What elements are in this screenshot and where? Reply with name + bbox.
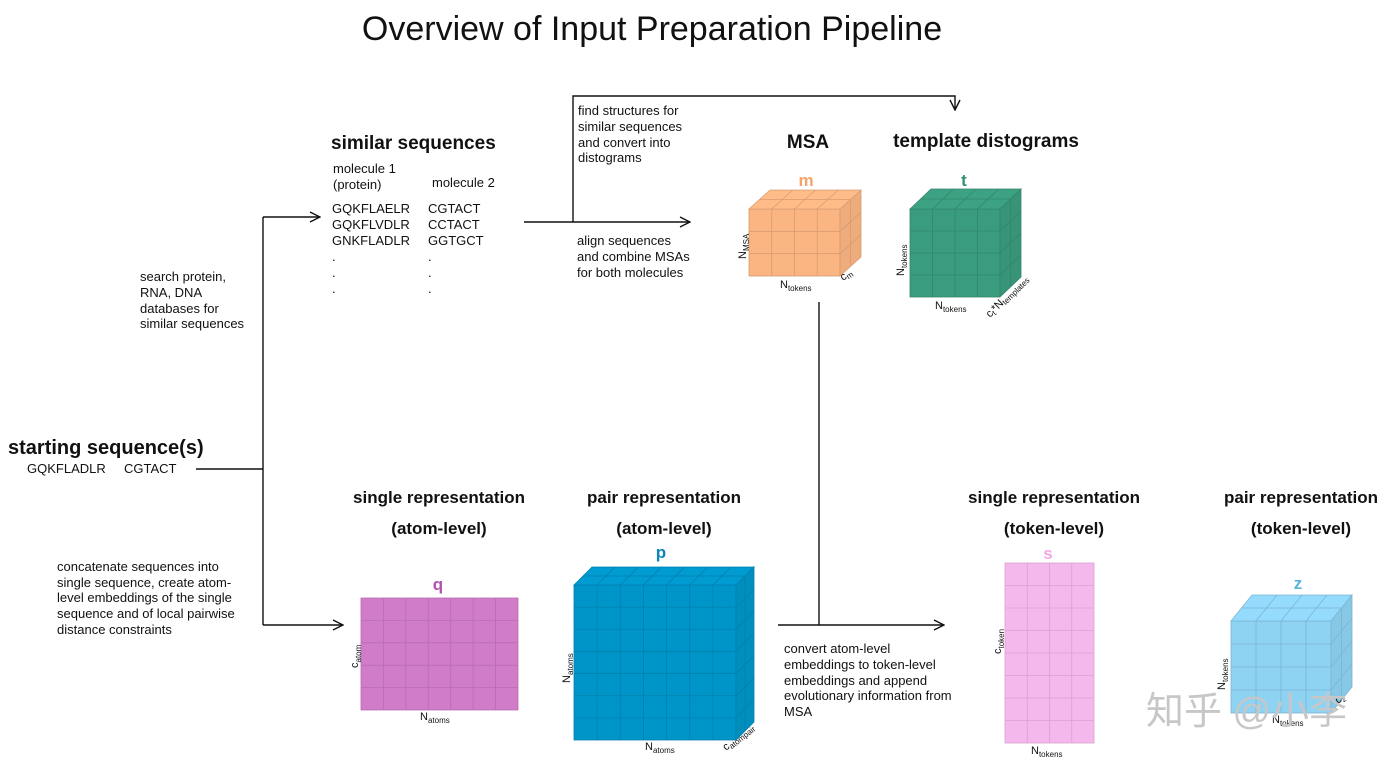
pair-token-symbol: z	[1294, 574, 1303, 593]
pair-atom-symbol: p	[656, 543, 666, 562]
search-databases-text: search protein, RNA, DNA databases for s…	[140, 269, 245, 331]
svg-text:similar sequences: similar sequences	[140, 316, 245, 331]
svg-text:embeddings and append: embeddings and append	[784, 673, 927, 688]
template-axis-bottom: Ntokens	[935, 300, 967, 314]
svg-text:.: .	[332, 265, 336, 280]
svg-text:find structures for: find structures for	[578, 103, 679, 118]
svg-text:similar sequences: similar sequences	[578, 119, 683, 134]
svg-text:and convert into: and convert into	[578, 135, 671, 150]
pair-token-subheading: (token-level)	[1251, 519, 1351, 538]
svg-text:embeddings to token-level: embeddings to token-level	[784, 657, 936, 672]
single-atom-grid	[360, 597, 519, 711]
svg-text:MSA: MSA	[784, 704, 813, 719]
svg-text:align sequences: align sequences	[577, 233, 671, 248]
diagram-title: Overview of Input Preparation Pipeline	[362, 10, 942, 48]
svg-text:and combine MSAs: and combine MSAs	[577, 249, 690, 264]
pair-token-axis-left: Ntokens	[1216, 658, 1230, 690]
svg-text:.: .	[428, 249, 432, 264]
single-token-subheading: (token-level)	[1004, 519, 1104, 538]
template-axis-left: Ntokens	[895, 244, 909, 276]
svg-text:GQKFLVDLR: GQKFLVDLR	[332, 217, 410, 232]
svg-text:level embeddings of the single: level embeddings of the single	[57, 590, 232, 605]
template-tensor-cube	[909, 188, 1022, 298]
single-atom-subheading: (atom-level)	[391, 519, 486, 538]
single-atom-axis-left: catom	[349, 644, 363, 668]
molecule1-sequences: GQKFLAELR GQKFLVDLR GNKFLADLR . . .	[332, 201, 410, 296]
msa-axis-bottom: Ntokens	[780, 279, 812, 293]
find-structures-text: find structures for similar sequences an…	[578, 103, 683, 165]
template-heading: template distograms	[893, 131, 1079, 152]
pair-token-axis-depth: cz	[1333, 691, 1348, 707]
svg-text:distograms: distograms	[578, 150, 642, 165]
pair-atom-axis-bottom: Natoms	[645, 741, 675, 755]
svg-text:.: .	[428, 265, 432, 280]
svg-text:sequence and of local pairwise: sequence and of local pairwise	[57, 606, 235, 621]
svg-text:.: .	[332, 249, 336, 264]
svg-text:RNA, DNA: RNA, DNA	[140, 285, 202, 300]
msa-tensor-cube	[747, 189, 863, 277]
msa-heading: MSA	[787, 132, 830, 153]
single-atom-symbol: q	[433, 575, 443, 594]
svg-text:convert atom-level: convert atom-level	[784, 641, 890, 656]
svg-text:concatenate sequences into: concatenate sequences into	[57, 559, 219, 574]
molecule1-header: molecule 1	[333, 161, 396, 176]
svg-text:distance constraints: distance constraints	[57, 622, 172, 637]
svg-text:GQKFLAELR: GQKFLAELR	[332, 201, 410, 216]
msa-to-token-connector	[778, 302, 944, 625]
starting-seq-protein: GQKFLADLR	[27, 461, 106, 476]
concatenate-text: concatenate sequences into single sequen…	[57, 559, 235, 637]
pair-token-axis-bottom: Ntokens	[1272, 714, 1304, 728]
branch-connector	[196, 217, 343, 625]
cube-front-face	[573, 584, 737, 741]
svg-text:.: .	[332, 281, 336, 296]
svg-text:for both molecules: for both molecules	[577, 265, 684, 280]
svg-text:GNKFLADLR: GNKFLADLR	[332, 233, 410, 248]
svg-text:databases for: databases for	[140, 301, 219, 316]
svg-text:CCTACT: CCTACT	[428, 217, 480, 232]
molecule1-subheader: (protein)	[333, 177, 381, 192]
molecule2-header: molecule 2	[432, 175, 495, 190]
svg-text:CGTACT: CGTACT	[428, 201, 481, 216]
single-token-grid	[1004, 562, 1095, 744]
svg-text:GGTGCT: GGTGCT	[428, 233, 484, 248]
grid-face	[360, 597, 519, 711]
single-atom-axis-bottom: Natoms	[420, 711, 450, 725]
starting-seq-nucleic: CGTACT	[124, 461, 177, 476]
pair-atom-tensor-cube	[573, 566, 755, 741]
pair-atom-subheading: (atom-level)	[616, 519, 711, 538]
single-atom-heading: single representation	[353, 488, 525, 507]
single-token-axis-bottom: Ntokens	[1031, 745, 1063, 759]
convert-text: convert atom-level embeddings to token-l…	[784, 641, 952, 719]
msa-axis-left: NMSA	[737, 233, 751, 259]
msa-template-arrows	[524, 95, 955, 222]
pair-atom-heading: pair representation	[587, 488, 741, 507]
svg-text:evolutionary information from: evolutionary information from	[784, 688, 952, 703]
svg-text:.: .	[428, 281, 432, 296]
molecule2-sequences: CGTACT CCTACT GGTGCT . . .	[428, 201, 484, 296]
msa-symbol: m	[798, 171, 813, 190]
svg-text:search protein,: search protein,	[140, 269, 226, 284]
watermark: 知乎 @小李	[1146, 691, 1347, 733]
single-token-heading: single representation	[968, 488, 1140, 507]
similar-sequences-heading: similar sequences	[331, 133, 496, 154]
align-sequences-text: align sequences and combine MSAs for bot…	[577, 233, 690, 280]
pair-token-heading: pair representation	[1224, 488, 1378, 507]
single-token-axis-left: ctoken	[992, 629, 1006, 654]
starting-sequence-heading: starting sequence(s)	[8, 437, 204, 459]
pair-atom-axis-left: Natoms	[561, 653, 575, 683]
svg-text:single sequence, create atom-: single sequence, create atom-	[57, 575, 231, 590]
single-token-symbol: s	[1043, 544, 1052, 563]
msa-axis-depth: cm	[838, 266, 856, 284]
template-symbol: t	[961, 171, 967, 190]
pair-token-tensor-cube	[1230, 593, 1353, 715]
